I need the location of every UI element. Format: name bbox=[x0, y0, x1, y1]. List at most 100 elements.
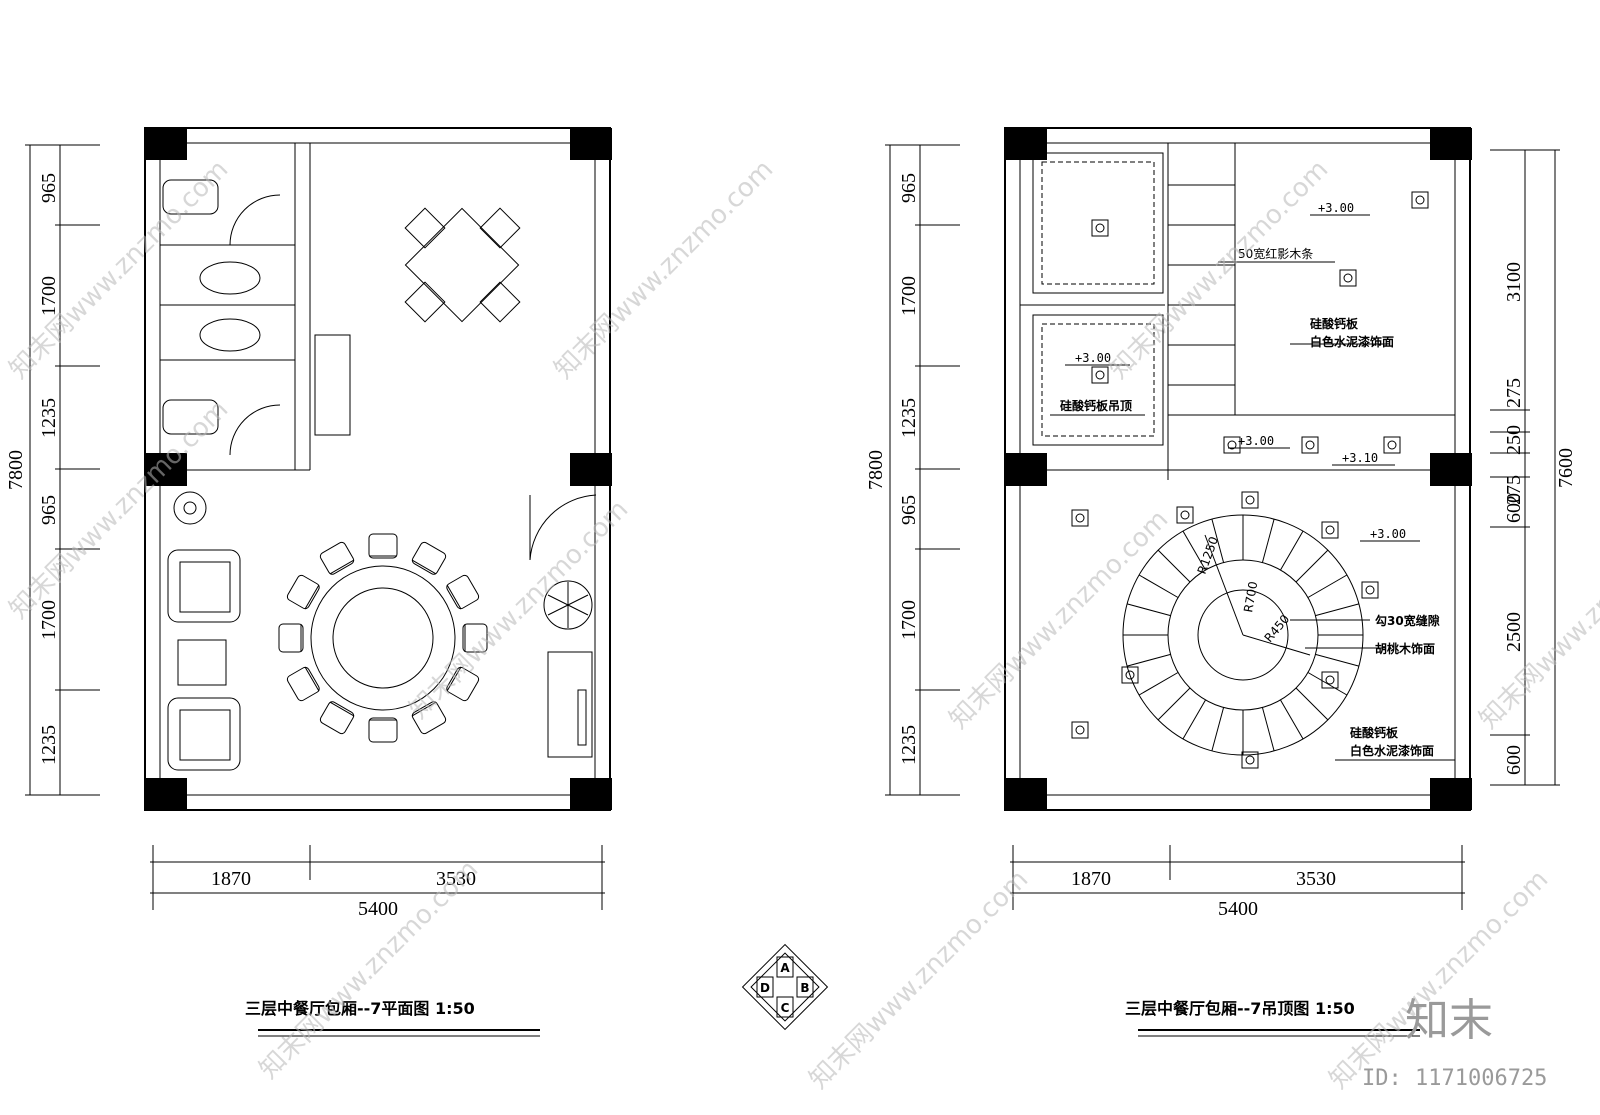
note-strip: 50宽红影木条 bbox=[1238, 246, 1313, 261]
note-ceiling-left: 硅酸钙板吊顶 bbox=[1060, 398, 1132, 413]
ceiling-rib bbox=[1126, 603, 1171, 617]
compass-b: B bbox=[800, 981, 809, 995]
ceiling-rib bbox=[1261, 518, 1275, 563]
note-board1-b: 白色水泥漆饰面 bbox=[1310, 334, 1394, 349]
watermark-layer: 知末网www.znzmo.com 知末网www.znzmo.com 知末网www… bbox=[4, 154, 1600, 1095]
radius-1250: R1250 bbox=[1195, 535, 1221, 576]
ceiling-light bbox=[1091, 366, 1109, 384]
ceiling-dim-left-3: 1235 bbox=[898, 398, 920, 438]
plan-dim-left-4: 965 bbox=[38, 495, 60, 525]
ceiling-light bbox=[1411, 191, 1429, 209]
plan-dim-bottom-total: 5400 bbox=[358, 898, 398, 920]
radius-700: R700 bbox=[1241, 580, 1260, 613]
ceiling-dim-right-total: 7600 bbox=[1555, 448, 1577, 488]
compass-c: C bbox=[781, 1001, 790, 1015]
ceiling-plan bbox=[1004, 127, 1472, 811]
ceiling-rib bbox=[1157, 687, 1191, 721]
ceiling-light bbox=[1176, 506, 1194, 524]
dining-chair bbox=[368, 717, 398, 743]
watermark-text: 知末网www.znzmo.com bbox=[1474, 504, 1600, 735]
level-mark-4: +3.10 bbox=[1342, 451, 1378, 465]
ceiling-dim-right-4: 275 bbox=[1503, 475, 1525, 505]
note-board2-b: 白色水泥漆饰面 bbox=[1350, 743, 1434, 758]
ceiling-light bbox=[1071, 721, 1089, 739]
compass-marker: A B C D bbox=[741, 943, 829, 1031]
ceiling-rib bbox=[1307, 672, 1348, 696]
level-mark-2: +3.00 bbox=[1075, 351, 1111, 365]
ceiling-dim-right-5: 600 bbox=[1503, 493, 1525, 523]
level-mark-5: +3.00 bbox=[1370, 527, 1406, 541]
ceiling-rib bbox=[1307, 574, 1348, 598]
dining-chair bbox=[278, 623, 304, 653]
ceiling-rib bbox=[1182, 530, 1206, 571]
ceiling-dim-right-6: 2500 bbox=[1503, 612, 1525, 652]
ceiling-light bbox=[1071, 509, 1089, 527]
dining-chair bbox=[446, 666, 480, 702]
plan-dim-left-3: 1235 bbox=[38, 398, 60, 438]
ceiling-light bbox=[1339, 269, 1357, 287]
ceiling-lights bbox=[1071, 191, 1429, 769]
ceiling-rib bbox=[1280, 699, 1304, 740]
watermark-id: ID: 1171006725 bbox=[1362, 1066, 1547, 1091]
dining-chair bbox=[446, 574, 480, 610]
dining-chair bbox=[286, 574, 320, 610]
watermark-text: 知末网www.znzmo.com bbox=[1324, 864, 1555, 1095]
ceiling-rib bbox=[1157, 549, 1191, 583]
ceiling-rib bbox=[1295, 687, 1329, 721]
plan-caption: 三层中餐厅包厢--7平面图 1:50 bbox=[245, 999, 475, 1018]
ceiling-dim-right-3: 250 bbox=[1503, 425, 1525, 455]
ceiling-dim-bottom-2: 3530 bbox=[1296, 868, 1336, 890]
watermark-text: 知末网www.znzmo.com bbox=[549, 154, 780, 385]
ceiling-dim-right-2: 275 bbox=[1503, 378, 1525, 408]
ceiling-rib bbox=[1126, 653, 1171, 667]
plan-dim-left-6: 1235 bbox=[38, 725, 60, 765]
plan-dim-left-2: 1700 bbox=[38, 276, 60, 316]
dining-chair bbox=[462, 623, 488, 653]
ceiling-rib bbox=[1138, 574, 1179, 598]
dining-chair bbox=[286, 666, 320, 702]
ceiling-dim-left-4: 965 bbox=[898, 495, 920, 525]
watermark-brand: 知末 bbox=[1405, 995, 1493, 1046]
level-mark-1: +3.00 bbox=[1318, 201, 1354, 215]
ceiling-dim-left-6: 1235 bbox=[898, 725, 920, 765]
plan-dim-left-1: 965 bbox=[38, 173, 60, 203]
ceiling-dim-bottom-1: 1870 bbox=[1071, 868, 1111, 890]
note-board2-a: 硅酸钙板 bbox=[1350, 725, 1399, 740]
plan-dim-left-total: 7800 bbox=[5, 450, 27, 490]
ceiling-annotations: +3.00 +3.00 +3.00 +3.10 +3.00 50宽红影木条 硅酸… bbox=[1060, 201, 1440, 758]
plan-dim-bottom-1: 1870 bbox=[211, 868, 251, 890]
ceiling-dim-right-1: 3100 bbox=[1503, 262, 1525, 302]
watermark-text: 知末网www.znzmo.com bbox=[404, 494, 635, 725]
compass-d: D bbox=[760, 981, 770, 995]
ceiling-light bbox=[1301, 436, 1319, 454]
dining-chair bbox=[368, 533, 398, 559]
ceiling-light bbox=[1241, 751, 1259, 769]
floor-plan-dimensions: 965 1700 1235 965 1700 1235 7800 1870 35… bbox=[5, 144, 605, 920]
watermark-text: 知末网www.znzmo.com bbox=[1104, 154, 1335, 385]
dining-chair bbox=[411, 541, 447, 575]
ceiling-dimensions: 965 1700 1235 965 1700 1235 7800 3100 27… bbox=[865, 144, 1577, 920]
plan-dim-bottom-2: 3530 bbox=[436, 868, 476, 890]
ceiling-rib bbox=[1315, 603, 1360, 617]
ceiling-light bbox=[1361, 581, 1379, 599]
level-mark-3: +3.00 bbox=[1238, 434, 1274, 448]
ceiling-rib bbox=[1211, 518, 1225, 563]
dining-chair bbox=[319, 701, 355, 735]
ceiling-light bbox=[1321, 671, 1339, 689]
ceiling-dim-right-7: 600 bbox=[1503, 745, 1525, 775]
ceiling-dim-left-1: 965 bbox=[898, 173, 920, 203]
ceiling-rib bbox=[1295, 549, 1329, 583]
plan-dim-left-5: 1700 bbox=[38, 600, 60, 640]
ceiling-dim-left-2: 1700 bbox=[898, 276, 920, 316]
ceiling-light bbox=[1383, 436, 1401, 454]
circular-ceiling-ribs bbox=[1123, 515, 1363, 755]
dining-chairs bbox=[278, 533, 488, 743]
ceiling-light bbox=[1223, 436, 1241, 454]
ceiling-rib bbox=[1138, 672, 1179, 696]
ceiling-rib bbox=[1182, 699, 1206, 740]
ceiling-dim-bottom-total: 5400 bbox=[1218, 898, 1258, 920]
ceiling-rib bbox=[1315, 653, 1360, 667]
ceiling-rib bbox=[1261, 707, 1275, 752]
note-groove: 勾30宽缝隙 bbox=[1375, 613, 1440, 628]
